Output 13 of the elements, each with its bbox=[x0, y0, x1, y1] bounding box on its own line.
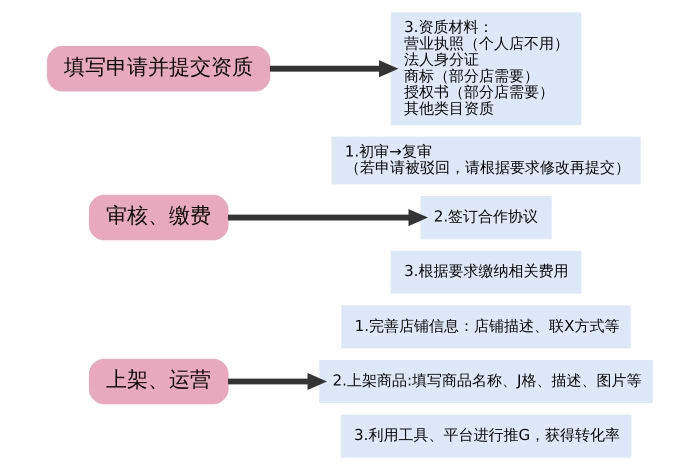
node-box: 3.利用工具、平台进行推G，获得转化率 bbox=[340, 414, 632, 458]
node-box: 上架、运营 bbox=[88, 358, 228, 404]
node-box: 填写申请并提交资质 bbox=[47, 46, 270, 92]
node-box: 2.签订合作协议 bbox=[420, 196, 552, 240]
node-box: 2.上架商品:填写商品名称、J格、描述、图片等 bbox=[319, 360, 653, 404]
node-box: 审核、缴费 bbox=[88, 194, 228, 240]
arrow bbox=[270, 60, 398, 78]
arrow bbox=[228, 373, 328, 390]
node-box: 3.资质材料： 营业执照（个人店不用） 法人身分证 商标（部分店需要） 授权书（部分店需要） 其他类目资质 bbox=[390, 12, 582, 126]
node-box: 1.完善店铺信息：店铺描述、联X方式等 bbox=[341, 305, 631, 348]
node-box: 1.初审→复审 （若申请被驳回，请根据要求修改再提交） bbox=[331, 136, 641, 184]
arrow bbox=[228, 209, 428, 226]
node-box: 3.根据要求缴纳相关费用 bbox=[390, 250, 582, 294]
